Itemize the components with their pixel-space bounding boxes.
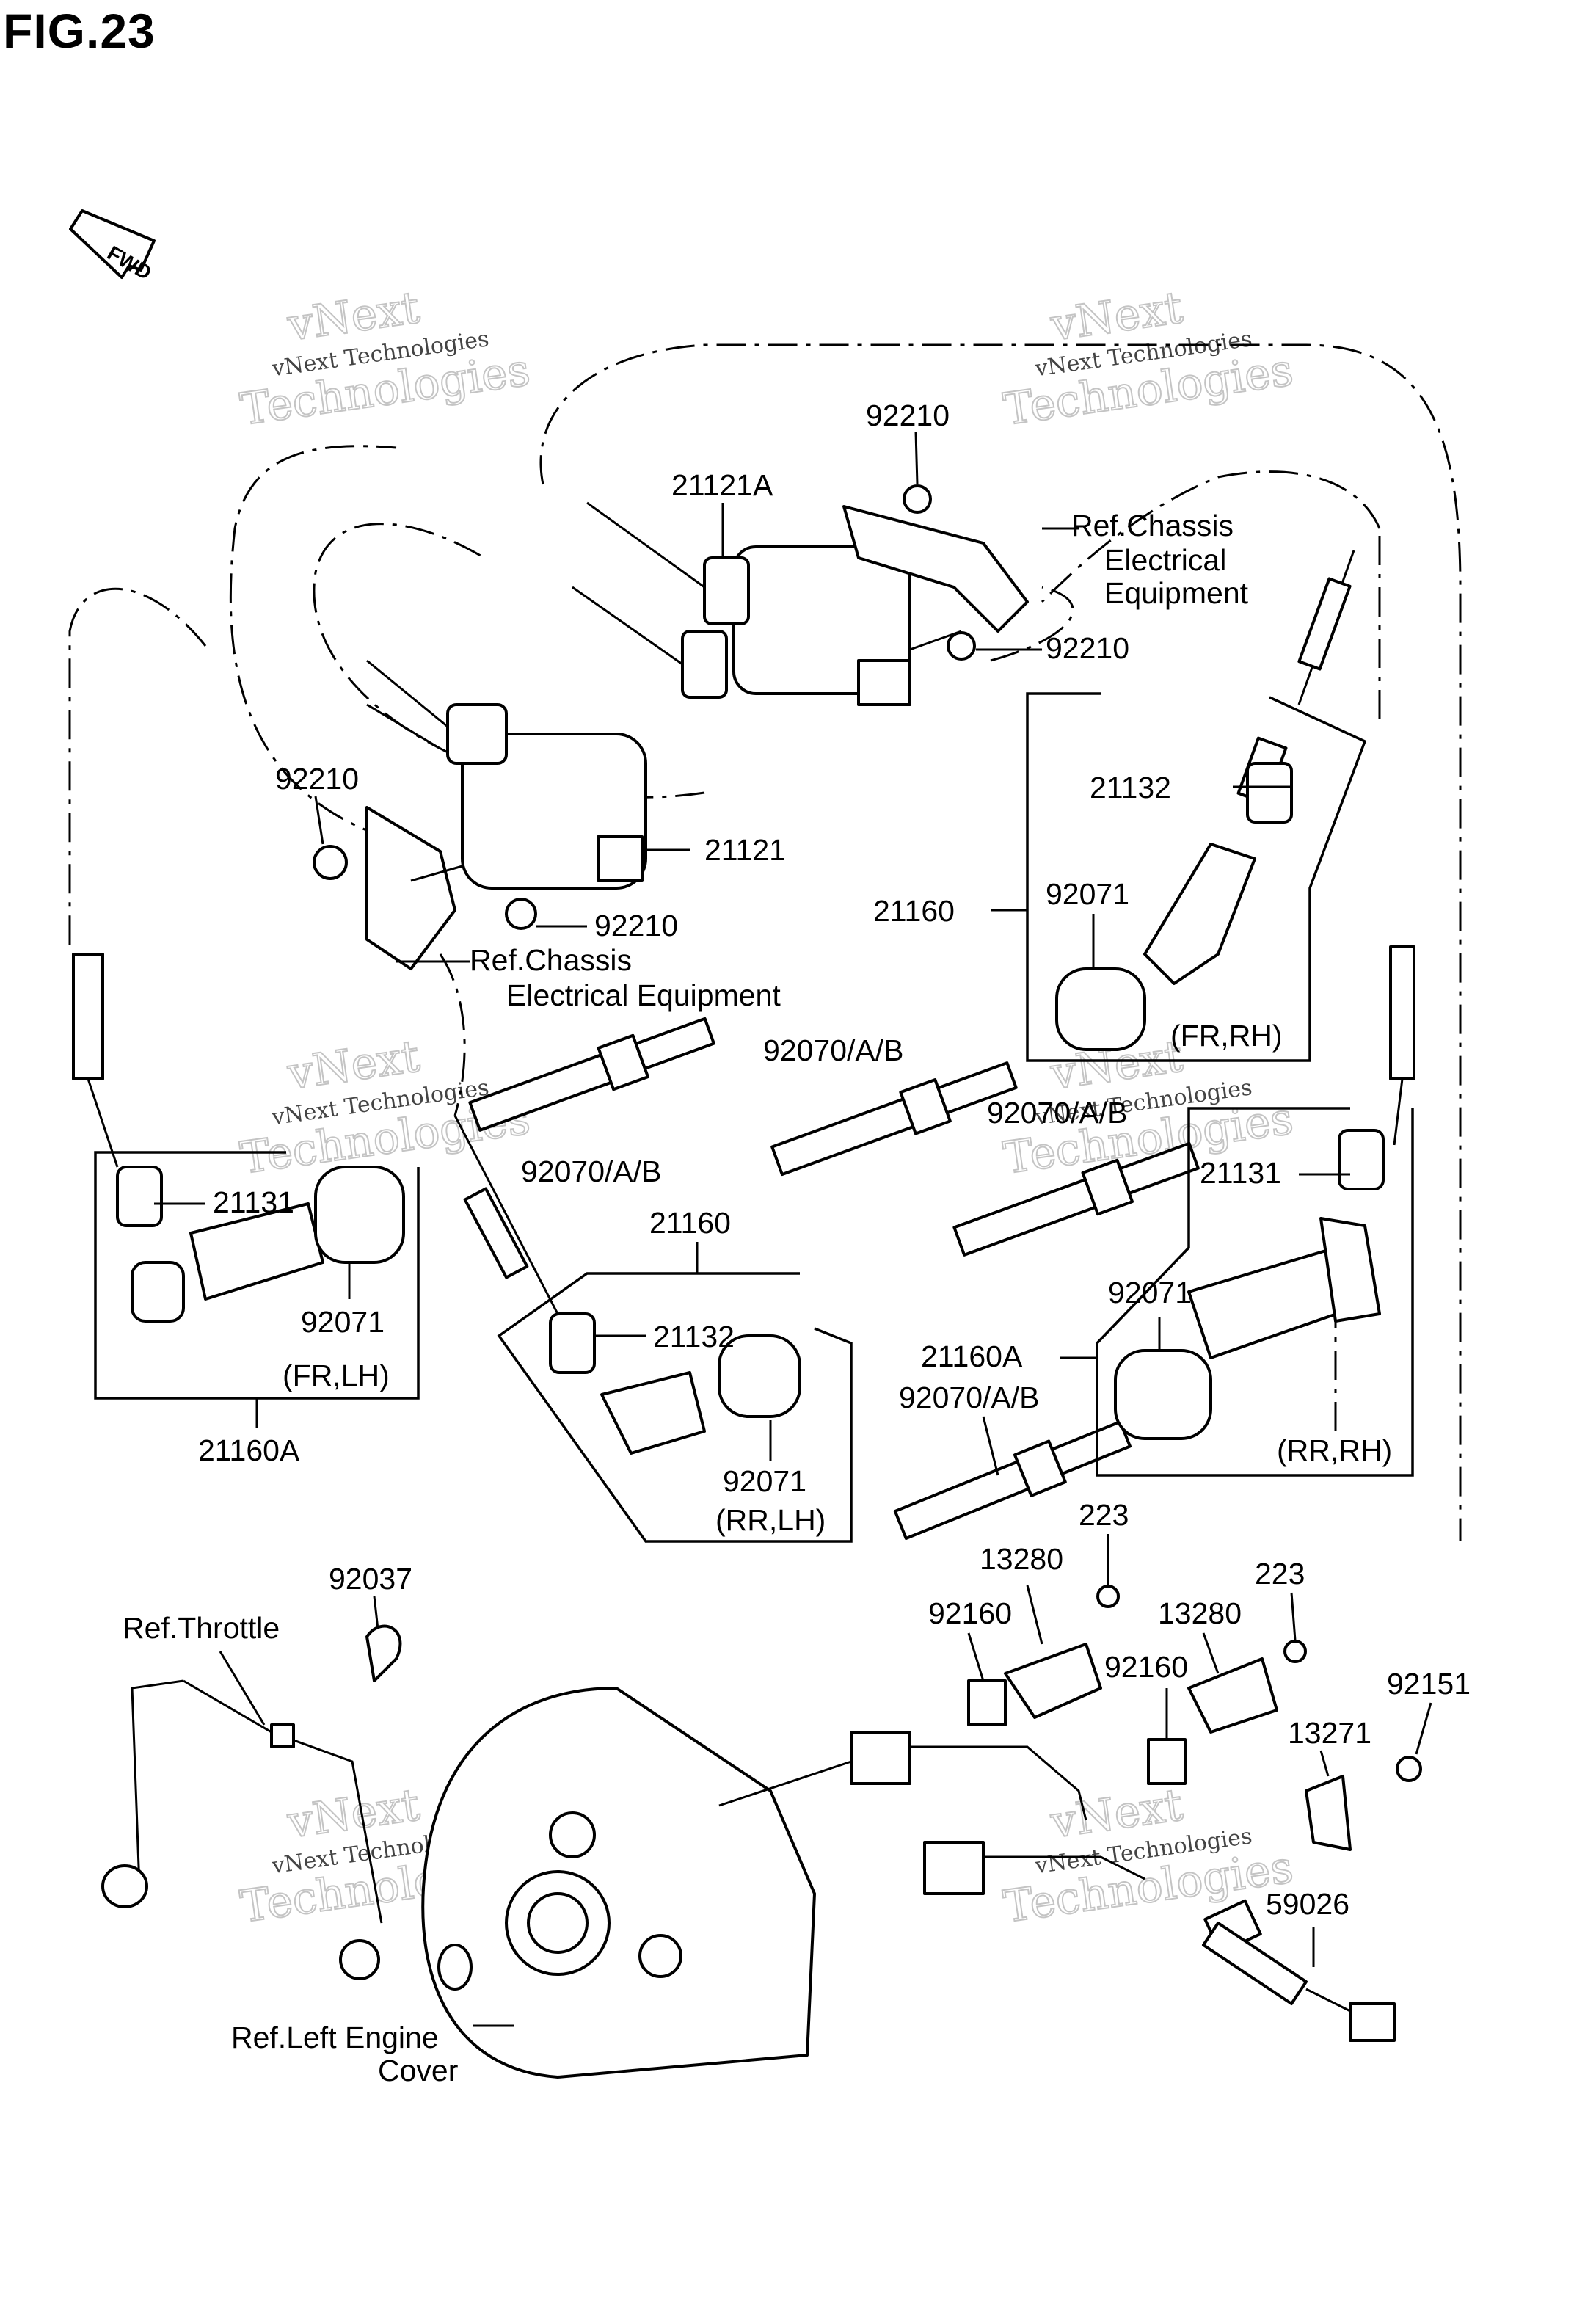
label-92210-bottom: 92210 bbox=[594, 909, 678, 942]
part-labels: 92210 21121A Ref.Chassis Electrical Equi… bbox=[123, 399, 1471, 2087]
plate-92160-b bbox=[1147, 1738, 1187, 1785]
figure-title: FIG.23 bbox=[3, 4, 156, 58]
label-21121A: 21121A bbox=[671, 468, 773, 502]
frame-21160-fr-rh bbox=[1026, 692, 1367, 1062]
label-fr-lh: (FR,LH) bbox=[283, 1359, 390, 1392]
label-92160-b: 92160 bbox=[1104, 1650, 1188, 1684]
bolt-92210-left bbox=[313, 845, 348, 880]
frame-21160A-fr-lh bbox=[94, 1151, 420, 1400]
clamp-13271 bbox=[1305, 1775, 1352, 1851]
label-ref-chassis-2b: Electrical Equipment bbox=[506, 978, 781, 1012]
ignition-coil-21121 bbox=[365, 659, 647, 970]
left-engine-cover bbox=[421, 1687, 816, 2079]
label-92071-rr-rh: 92071 bbox=[1108, 1276, 1192, 1309]
label-rr-lh: (RR,LH) bbox=[715, 1503, 826, 1537]
spark-plug-center bbox=[770, 1061, 1018, 1177]
watermark-6: vNext vNext Technologies Technologies bbox=[999, 1778, 1297, 1933]
assembly-reference-lines bbox=[68, 343, 1462, 1541]
label-21132-middle: 21132 bbox=[653, 1320, 735, 1353]
label-rr-rh: (RR,RH) bbox=[1277, 1433, 1392, 1467]
label-92210-left: 92210 bbox=[275, 762, 359, 796]
label-21132-right: 21132 bbox=[1090, 771, 1171, 804]
label-92160-a: 92160 bbox=[928, 1596, 1012, 1630]
label-21160A-left: 21160A bbox=[198, 1433, 300, 1467]
label-ref-left-engine: Ref.Left Engine bbox=[231, 2021, 439, 2054]
label-21160-right: 21160 bbox=[873, 894, 955, 928]
plug-cap-fr-rh bbox=[1055, 762, 1293, 1051]
screw-223-a bbox=[1096, 1585, 1120, 1608]
spark-plug-left bbox=[468, 1017, 715, 1132]
clamp-13280-b bbox=[1187, 1657, 1278, 1734]
spark-plug-right bbox=[952, 1141, 1200, 1257]
plug-cap-rr-rh bbox=[1114, 1129, 1385, 1440]
label-92070-left: 92070/A/B bbox=[521, 1155, 662, 1188]
frame-21160-rr-lh bbox=[497, 1272, 853, 1543]
label-ref-chassis-1: Ref.Chassis bbox=[1071, 509, 1234, 542]
label-ref-throttle: Ref.Throttle bbox=[123, 1611, 280, 1645]
bolt-92210-top bbox=[903, 484, 932, 514]
lead-wire-center bbox=[453, 1115, 559, 1315]
label-92070-right: 92070/A/B bbox=[987, 1096, 1128, 1130]
watermark-2: vNext vNext Technologies Technologies bbox=[999, 281, 1297, 436]
watermark-1: vNext vNext Technologies Technologies bbox=[236, 281, 533, 436]
label-ref-chassis-1c: Equipment bbox=[1104, 576, 1249, 610]
fwd-arrow-icon: FWD bbox=[69, 209, 156, 284]
spark-plug-lower-right bbox=[893, 1420, 1132, 1541]
label-fr-rh: (FR,RH) bbox=[1170, 1019, 1283, 1053]
label-92071-fr-lh: 92071 bbox=[301, 1305, 385, 1339]
ignition-coil-21121A bbox=[572, 501, 1029, 706]
lead-wire-left bbox=[72, 953, 119, 1168]
label-223-b: 223 bbox=[1255, 1557, 1305, 1591]
label-21131-right: 21131 bbox=[1200, 1156, 1281, 1190]
screw-92151 bbox=[1396, 1756, 1422, 1782]
leader-lines bbox=[154, 431, 1432, 2027]
label-21131-left: 21131 bbox=[213, 1185, 294, 1219]
lead-wire-rr-rh bbox=[1389, 945, 1415, 1146]
label-59026: 59026 bbox=[1266, 1887, 1349, 1921]
label-21121: 21121 bbox=[704, 833, 786, 867]
label-92151: 92151 bbox=[1387, 1667, 1471, 1701]
clamp-13280-a bbox=[1004, 1643, 1102, 1719]
label-92037: 92037 bbox=[329, 1562, 412, 1596]
label-13280-b: 13280 bbox=[1158, 1596, 1242, 1630]
label-13271: 13271 bbox=[1288, 1716, 1371, 1750]
frame-21160A-rr-rh bbox=[1096, 1107, 1414, 1477]
label-ref-left-engine-b: Cover bbox=[378, 2054, 458, 2087]
label-ref-chassis-1b: Electrical bbox=[1104, 543, 1226, 577]
label-92070-center: 92070/A/B bbox=[763, 1033, 904, 1067]
label-ref-chassis-2: Ref.Chassis bbox=[470, 943, 632, 977]
label-21160A-right: 21160A bbox=[921, 1339, 1023, 1373]
label-21160-middle: 21160 bbox=[649, 1206, 731, 1240]
label-92070-lower-right: 92070/A/B bbox=[899, 1381, 1040, 1414]
throttle-cable bbox=[101, 1624, 402, 1980]
bolt-92210-bottom bbox=[505, 898, 537, 930]
label-92210-top: 92210 bbox=[866, 399, 950, 432]
screw-223-b bbox=[1283, 1640, 1307, 1663]
label-13280-a: 13280 bbox=[980, 1542, 1063, 1576]
pickup-harness bbox=[718, 1731, 1396, 2042]
label-92071-fr-rh: 92071 bbox=[1046, 877, 1129, 911]
plug-cap-rr-lh bbox=[549, 1312, 801, 1455]
plate-92160-a bbox=[967, 1679, 1007, 1726]
label-223-a: 223 bbox=[1079, 1498, 1129, 1532]
label-92071-rr-lh: 92071 bbox=[723, 1464, 806, 1498]
bolt-92210-right bbox=[947, 631, 976, 661]
plug-cap-fr-lh bbox=[116, 1166, 405, 1323]
label-92210-right: 92210 bbox=[1046, 631, 1129, 665]
